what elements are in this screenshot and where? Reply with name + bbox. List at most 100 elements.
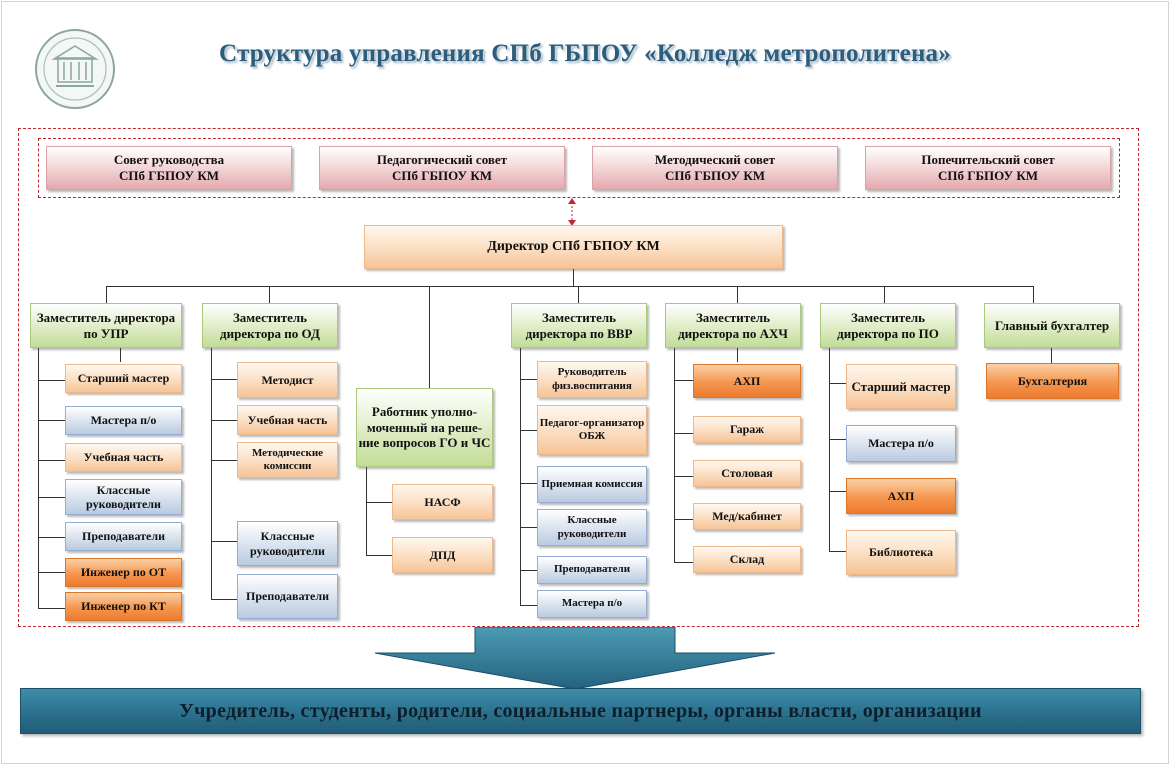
council-pedagogical-line2: СПб ГБПОУ КМ bbox=[391, 168, 493, 183]
connector bbox=[520, 605, 537, 606]
gochs-item: НАСФ bbox=[392, 484, 493, 520]
vvr-item: Мастера п/о bbox=[537, 590, 647, 618]
connector bbox=[520, 570, 537, 571]
connector bbox=[520, 430, 537, 431]
connector bbox=[674, 519, 693, 520]
connector bbox=[38, 497, 65, 498]
vvr-item: Руководитель физ.воспитания bbox=[537, 361, 647, 398]
connector bbox=[829, 551, 846, 552]
connector bbox=[520, 483, 537, 484]
college-logo bbox=[35, 29, 115, 109]
od-item: Методист bbox=[237, 362, 338, 398]
councils-frame bbox=[38, 138, 1120, 198]
deputy-ahch: Заместитель директора по АХЧ bbox=[665, 303, 801, 348]
connector bbox=[211, 460, 237, 461]
connector bbox=[674, 348, 675, 563]
connector bbox=[366, 555, 392, 556]
po-item: Старший мастер bbox=[846, 364, 956, 409]
ahch-item: Склад bbox=[693, 546, 801, 573]
connector bbox=[520, 527, 537, 528]
connector bbox=[674, 562, 693, 563]
upr-item: Инженер по ОТ bbox=[65, 558, 182, 587]
connector bbox=[829, 348, 830, 552]
connector bbox=[578, 286, 579, 303]
connector bbox=[211, 379, 237, 380]
connector bbox=[429, 286, 430, 388]
connector bbox=[1051, 348, 1052, 363]
council-trustees-line2: СПб ГБПОУ КМ bbox=[937, 168, 1039, 183]
vvr-item: Педагог-организатор ОБЖ bbox=[537, 405, 647, 455]
po-item: Мастера п/о bbox=[846, 425, 956, 462]
ahch-item: Столовая bbox=[693, 460, 801, 487]
upr-item: Мастера п/о bbox=[65, 406, 182, 435]
connector bbox=[737, 286, 738, 303]
stakeholders-text: Учредитель, студенты, родители, социальн… bbox=[179, 699, 982, 722]
upr-item: Учебная часть bbox=[65, 443, 182, 472]
council-leadership-line2: СПб ГБПОУ КМ bbox=[118, 168, 220, 183]
gochs-officer: Работник уполно-моченный на реше-ние воп… bbox=[356, 388, 493, 467]
od-item: Преподаватели bbox=[237, 574, 338, 619]
connector bbox=[38, 348, 39, 609]
connector bbox=[38, 572, 65, 573]
vvr-item: Приемная комиссия bbox=[537, 466, 647, 503]
upr-item: Классные руководители bbox=[65, 479, 182, 515]
upr-item: Инженер по КТ bbox=[65, 592, 182, 621]
po-item: Библиотека bbox=[846, 530, 956, 575]
upr-item: Преподаватели bbox=[65, 522, 182, 551]
page-title: Структура управления СПб ГБПОУ «Колледж … bbox=[219, 40, 951, 67]
connector bbox=[674, 433, 693, 434]
connector bbox=[674, 476, 693, 477]
connector bbox=[674, 380, 693, 381]
connector bbox=[884, 286, 885, 303]
ahch-item: АХП bbox=[693, 364, 801, 398]
connector bbox=[211, 599, 237, 600]
connector bbox=[211, 420, 237, 421]
council-pedagogical-line1: Педагогический совет bbox=[376, 152, 508, 168]
ahch-item: Гараж bbox=[693, 416, 801, 443]
buh-item: Бухгалтерия bbox=[986, 363, 1119, 399]
council-trustees-line1: Попечительский совет bbox=[921, 152, 1055, 168]
connector bbox=[520, 348, 521, 606]
stakeholders-banner: Учредитель, студенты, родители, социальн… bbox=[20, 688, 1141, 734]
vvr-item: Преподаватели bbox=[537, 556, 647, 584]
ahch-item: Мед/кабинет bbox=[693, 503, 801, 530]
connector bbox=[366, 502, 392, 503]
connector bbox=[120, 348, 121, 362]
connector bbox=[737, 348, 738, 362]
connector bbox=[211, 348, 212, 600]
connector bbox=[366, 467, 367, 556]
arrow-down-icon bbox=[374, 627, 776, 689]
director-box: Директор СПб ГБПОУ КМ bbox=[364, 225, 783, 269]
council-leadership-line1: Совет руководства bbox=[113, 152, 225, 168]
connector bbox=[38, 380, 65, 381]
connector bbox=[106, 286, 107, 303]
od-item: Методические комиссии bbox=[237, 442, 338, 478]
connector bbox=[38, 608, 65, 609]
gochs-item: ДПД bbox=[392, 537, 493, 573]
connector bbox=[1033, 286, 1034, 303]
connector bbox=[829, 491, 846, 492]
upr-item: Старший мастер bbox=[65, 364, 182, 393]
chief-accountant: Главный бухгалтер bbox=[984, 303, 1120, 348]
od-item: Учебная часть bbox=[237, 405, 338, 435]
deputy-upr: Заместитель директора по УПР bbox=[30, 303, 182, 348]
vvr-item: Классные руководители bbox=[537, 509, 647, 546]
deputy-od: Заместитель директора по ОД bbox=[202, 303, 338, 348]
deputy-vvr: Заместитель директора по ВВР bbox=[511, 303, 647, 348]
connector bbox=[38, 460, 65, 461]
connector bbox=[520, 379, 537, 380]
connector bbox=[829, 383, 846, 384]
connector bbox=[829, 439, 846, 440]
double-arrow-icon bbox=[568, 198, 576, 226]
connector bbox=[106, 286, 1034, 287]
connector bbox=[573, 269, 574, 286]
od-item: Классные руководители bbox=[237, 521, 338, 566]
connector bbox=[38, 537, 65, 538]
po-item: АХП bbox=[846, 478, 956, 514]
council-methodical-line1: Методический совет bbox=[654, 152, 776, 168]
